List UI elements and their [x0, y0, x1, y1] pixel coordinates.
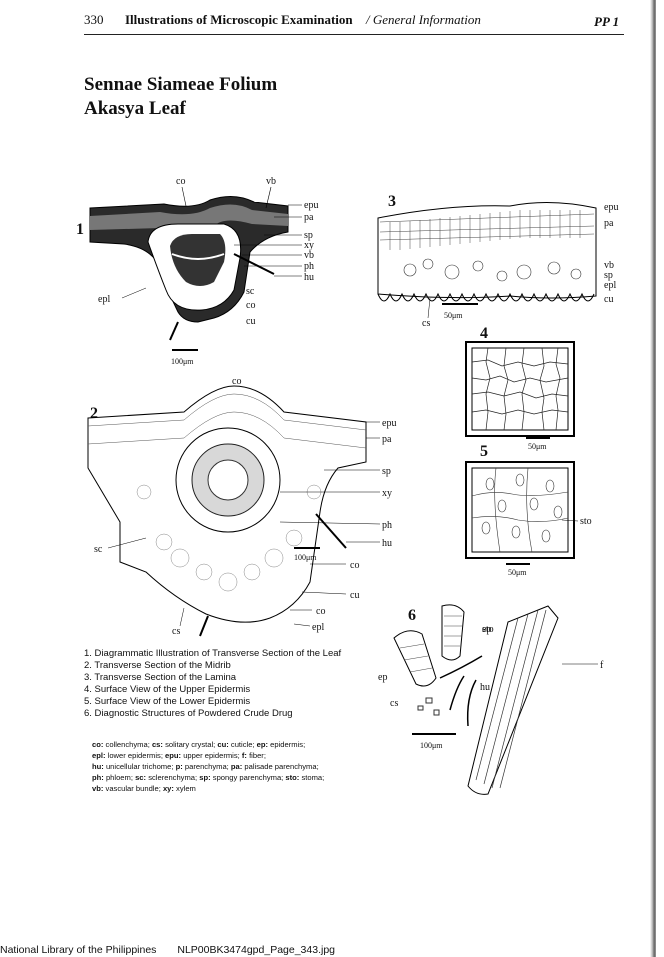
running-subtitle: / General Information	[366, 12, 481, 27]
figure-4-diagram: 4 50μm	[465, 325, 575, 451]
label-vb: vb	[266, 176, 276, 187]
label-ep-2: ep	[378, 672, 387, 683]
abbr-term: p: parenchyma;	[175, 762, 231, 771]
label-xy: xy	[304, 240, 314, 251]
figure-2-diagram: 2 co epu pa sp xy ph hu sc co cu co cs e…	[87, 376, 396, 637]
label-sc: sc	[94, 544, 103, 555]
label-ep: ep	[482, 624, 491, 635]
label-epu: epu	[604, 202, 618, 213]
label-cs: cs	[390, 698, 398, 709]
figure-3-diagram: 3 epu pa vb sp epl cu cs 50μm	[377, 193, 618, 329]
label-xy: xy	[382, 488, 392, 499]
figure-6-ep-label: ep	[482, 624, 491, 635]
legend-item: 4. Surface View of the Upper Epidermis	[84, 684, 251, 695]
abbr-term: cu: cuticle;	[217, 740, 257, 749]
page-edge-shadow	[650, 0, 656, 957]
label-co-2: co	[246, 300, 255, 311]
abbr-term: ep: epidermis;	[256, 740, 306, 749]
label-sp: sp	[304, 230, 313, 241]
label-hu: hu	[480, 682, 490, 693]
figure-number: 5	[480, 443, 488, 460]
label-sp: sp	[604, 270, 613, 281]
label-cs: cs	[172, 626, 180, 637]
label-co-3: co	[316, 606, 325, 617]
abbr-term: sp: spongy parenchyma;	[199, 773, 286, 782]
figure-5-diagram: 5 sto 50μm	[465, 443, 592, 577]
label-cu: cu	[246, 316, 255, 327]
legend-item: 2. Transverse Section of the Midrib	[84, 660, 231, 671]
label-hu: hu	[304, 272, 314, 283]
abbr-term: sto: stoma;	[285, 773, 325, 782]
label-pa: pa	[304, 212, 314, 223]
scan-footer: National Library of the Philippines NLP0…	[0, 944, 353, 956]
abbr-term: epu: upper epidermis;	[165, 751, 242, 760]
label-epl: epl	[604, 280, 616, 291]
page-title: Sennae Siameae Folium	[84, 74, 278, 95]
figure-6-diagram: 6 sto ep ep hu cs f 100μm	[378, 604, 604, 795]
page-code: PP 1	[594, 14, 620, 29]
scale-bar-label: 50μm	[444, 311, 463, 320]
label-vb: vb	[604, 260, 614, 271]
footer-library: National Library of the Philippines	[0, 944, 157, 956]
figure-1-diagram: 1 co vb epu pa sp xy vb ph hu sc co cu e…	[76, 176, 318, 366]
figure-number: 1	[76, 221, 84, 238]
label-epl: epl	[312, 622, 324, 633]
label-f: f	[600, 660, 604, 671]
label-sp: sp	[382, 466, 391, 477]
abbr-term: pa: palisade parenchyma;	[230, 762, 319, 771]
running-title: Illustrations of Microscopic Examination	[125, 12, 353, 27]
scale-bar-label: 100μm	[294, 553, 317, 562]
label-epu: epu	[304, 200, 318, 211]
label-cs: cs	[422, 318, 430, 329]
legend-item: 1. Diagrammatic Illustration of Transver…	[84, 648, 342, 659]
page-subtitle: Akasya Leaf	[84, 98, 186, 119]
abbr-term: co: collenchyma;	[92, 740, 152, 749]
scale-bar-label: 100μm	[171, 357, 194, 366]
label-co-2: co	[350, 560, 359, 571]
label-sc: sc	[246, 286, 255, 297]
legend-item: 5. Surface View of the Lower Epidermis	[84, 696, 251, 707]
legend-item: 3. Transverse Section of the Lamina	[84, 672, 237, 683]
abbr-term: vb: vascular bundle;	[92, 784, 163, 793]
label-sto: sto	[580, 516, 592, 527]
abbr-term: f: fiber;	[241, 751, 266, 760]
label-ph: ph	[382, 520, 392, 531]
abbr-term: hu: unicellular trichome;	[92, 762, 176, 771]
figure-number: 4	[480, 325, 488, 342]
label-cu: cu	[604, 294, 613, 305]
scale-bar-label: 50μm	[528, 442, 547, 451]
figure-number: 2	[90, 405, 98, 422]
abbr-term: cs: solitary crystal;	[151, 740, 218, 749]
abbr-term: ph: phloem;	[92, 773, 136, 782]
label-epl: epl	[98, 294, 110, 305]
figure-number: 6	[408, 607, 416, 624]
scale-bar-label: 100μm	[420, 741, 443, 750]
label-co: co	[176, 176, 185, 187]
legend-item: 6. Diagnostic Structures of Powdered Cru…	[84, 708, 293, 719]
page-number: 330	[84, 12, 104, 27]
header-rule	[84, 34, 624, 35]
label-vb-2: vb	[304, 250, 314, 261]
label-pa: pa	[382, 434, 392, 445]
label-cu: cu	[350, 590, 359, 601]
label-hu: hu	[382, 538, 392, 549]
figure-legend: 1. Diagrammatic Illustration of Transver…	[84, 648, 374, 720]
label-sto: sto	[482, 624, 494, 635]
label-ph: ph	[304, 261, 314, 272]
label-pa: pa	[604, 218, 614, 229]
abbr-term: sc: sclerenchyma;	[135, 773, 200, 782]
label-co: co	[232, 376, 241, 387]
abbr-term: xy: xylem	[162, 784, 196, 793]
abbr-term: epl: lower epidermis;	[92, 751, 166, 760]
abbreviation-list: co: collenchyma; cs: solitary crystal; c…	[92, 739, 382, 794]
footer-filename: NLP00BK3474gpd_Page_343.jpg	[177, 944, 335, 956]
figure-number: 3	[388, 193, 396, 210]
scale-bar-label: 50μm	[508, 568, 527, 577]
label-epu: epu	[382, 418, 396, 429]
